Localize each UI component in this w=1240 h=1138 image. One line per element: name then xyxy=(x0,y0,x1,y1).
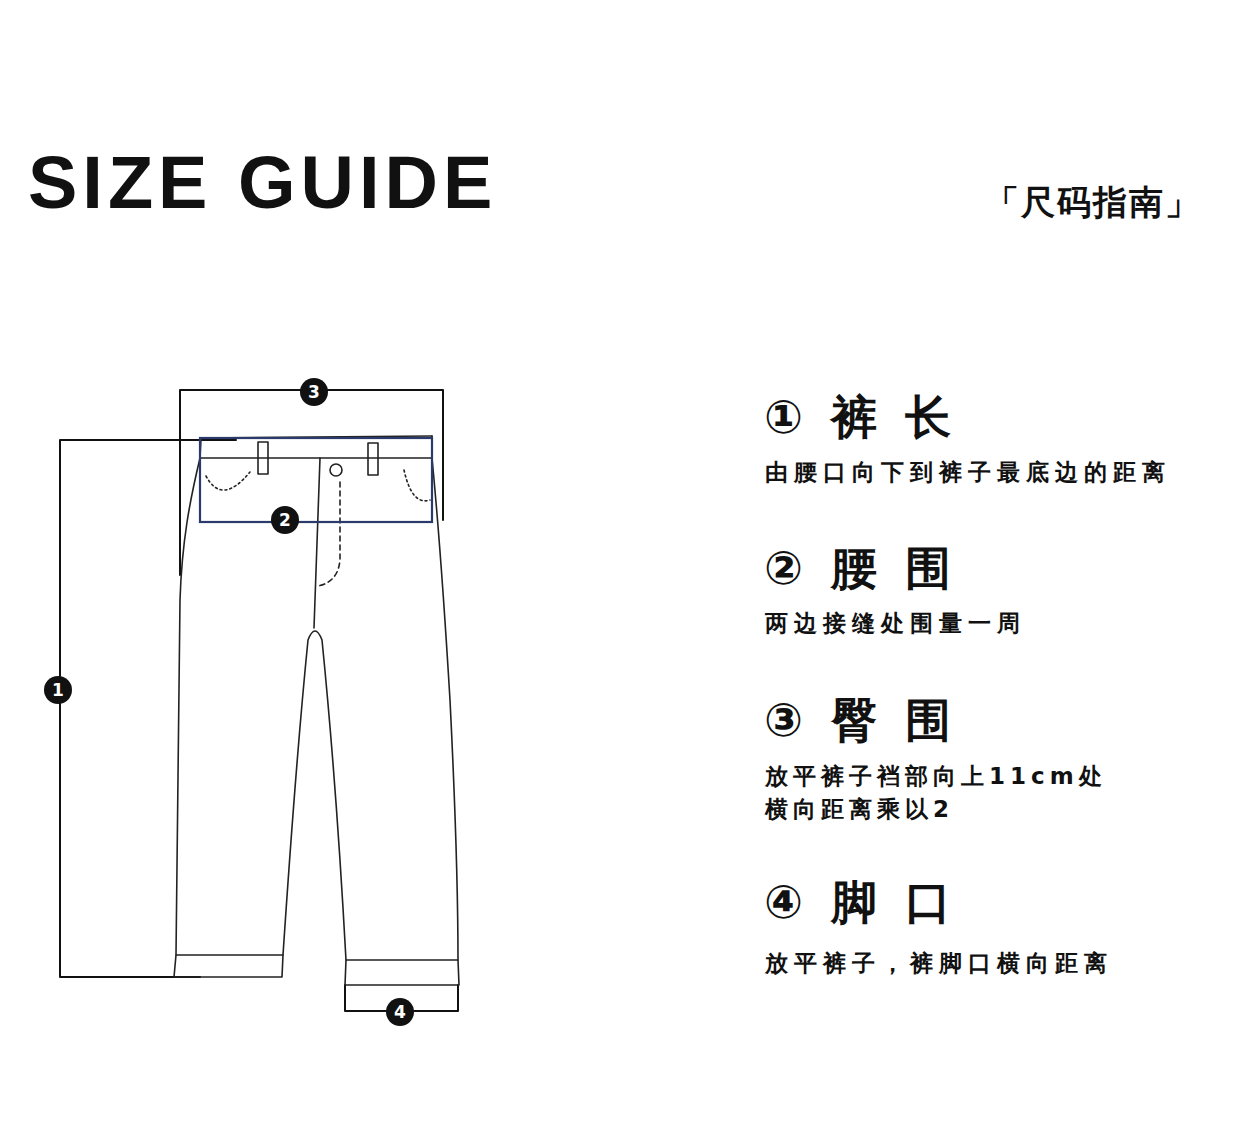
measure-description: 放平裤子，裤脚口横向距离 xyxy=(765,947,1113,980)
pants-outline xyxy=(176,438,201,955)
waistband xyxy=(200,436,432,458)
left-cuff xyxy=(174,955,283,977)
pants-outline xyxy=(283,631,346,960)
measure-heading: ④ 脚 口 xyxy=(764,869,957,936)
callout-text: 1 xyxy=(52,682,64,699)
button xyxy=(330,464,342,476)
measure-description: 两边接缝处围量一周 xyxy=(765,607,1026,640)
belt-loop xyxy=(368,443,378,475)
callout-text: 4 xyxy=(394,1004,406,1021)
pocket-stitching xyxy=(206,472,250,490)
callout-text: 2 xyxy=(279,512,291,529)
callout-number: 1 xyxy=(44,676,72,704)
callout-number: 4 xyxy=(386,998,414,1026)
measure-heading: ① 裤 长 xyxy=(764,384,957,451)
hip-dimension-line xyxy=(180,390,443,575)
callout-number: 2 xyxy=(271,506,299,534)
size-guide-subtitle: 「尺码指南」 xyxy=(985,178,1201,227)
pants-outline xyxy=(432,436,458,960)
center-seam xyxy=(314,458,320,628)
right-cuff xyxy=(345,960,459,985)
measure-description: 放平裤子裆部向上11cm处 横向距离乘以2 xyxy=(765,760,1113,827)
measure-description: 由腰口向下到裤子最底边的距离 xyxy=(765,456,1171,489)
measure-heading: ③ 臀 围 xyxy=(764,687,957,754)
callout-text: 3 xyxy=(308,384,320,401)
waist-outline xyxy=(200,438,432,522)
title: SIZE GUIDE xyxy=(28,146,497,220)
measure-heading: ② 腰 围 xyxy=(764,535,957,602)
fly-stitching xyxy=(318,482,340,586)
length-dimension-line xyxy=(60,440,236,977)
callout-number: 3 xyxy=(300,378,328,406)
belt-loop xyxy=(258,442,268,474)
pocket-stitching xyxy=(404,470,430,501)
